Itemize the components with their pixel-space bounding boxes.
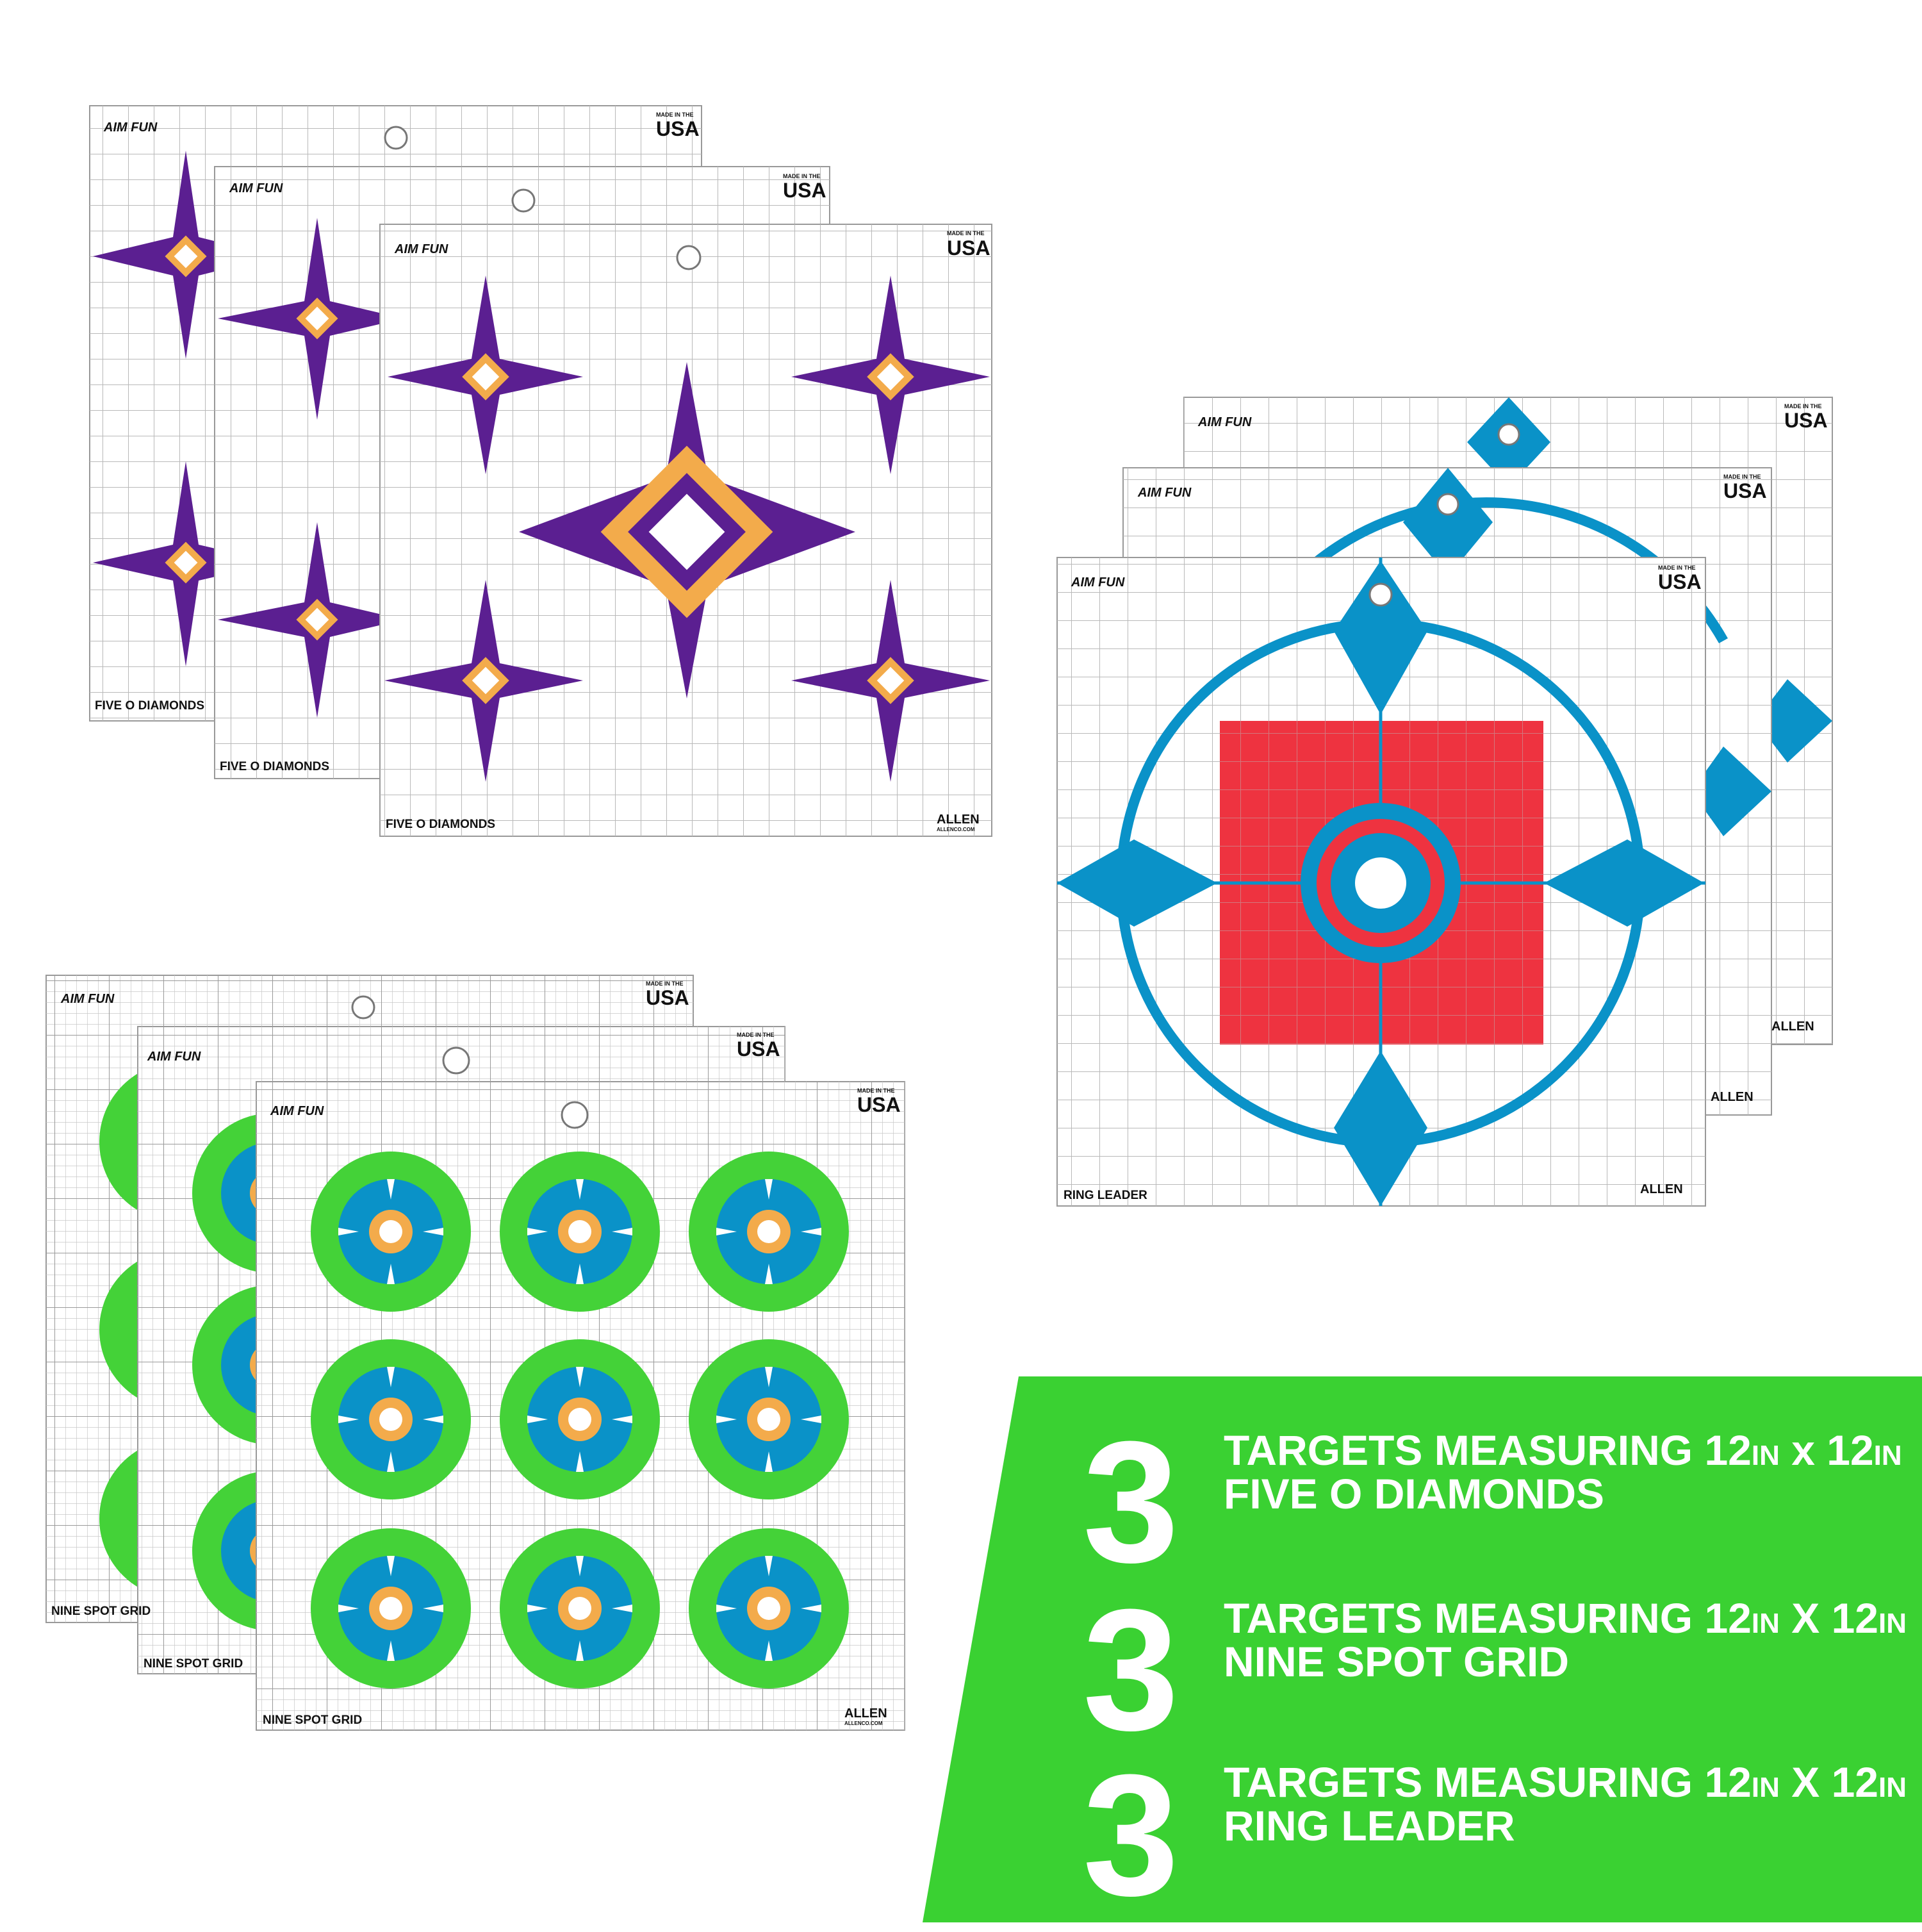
sheet-labels: FIVE O DIAMONDS FIVE O DIAMONDS FIVE O D… [51, 111, 1828, 1727]
ring-sheet-front [1056, 557, 1706, 1207]
target-spot [689, 1152, 849, 1312]
diamonds-sheet-front [379, 224, 992, 837]
made-in-usa: USA [857, 1093, 901, 1116]
allen-mark: ALLEN [1640, 1182, 1683, 1196]
made-in-usa: USA [783, 179, 826, 202]
nine-label-back: NINE SPOT GRID [51, 1605, 151, 1618]
made-in-small: MADE IN THE [1658, 565, 1696, 571]
aim-fun-logo: AIM FUN [1137, 486, 1192, 500]
made-in-usa: USA [656, 117, 700, 140]
made-in-usa: USA [737, 1037, 780, 1061]
aim-fun-logo: AIM FUN [60, 992, 115, 1006]
aim-fun-logo: AIM FUN [147, 1050, 201, 1064]
target-spot [500, 1528, 660, 1688]
made-in-usa: USA [1784, 409, 1828, 432]
allen-url: ALLENCO.COM [844, 1721, 883, 1726]
nine-sheet-front [256, 1081, 905, 1731]
made-in-small: MADE IN THE [857, 1087, 895, 1094]
made-in-small: MADE IN THE [1723, 474, 1761, 480]
made-in-usa: USA [947, 236, 990, 260]
target-spot [311, 1528, 471, 1688]
nine-spot-stack [45, 975, 905, 1731]
aim-fun-logo: AIM FUN [229, 181, 283, 195]
aim-fun-logo: AIM FUN [103, 120, 158, 135]
target-spot [500, 1339, 660, 1499]
info-count: 3 [1083, 1739, 1179, 1932]
info-measure: TARGETS MEASURING 12IN X 12IN [1224, 1758, 1907, 1806]
made-in-small: MADE IN THE [737, 1032, 775, 1038]
allen-mark: ALLEN [844, 1706, 887, 1721]
info-count: 3 [1083, 1574, 1179, 1767]
allen-mark: ALLEN [1711, 1090, 1754, 1104]
made-in-small: MADE IN THE [646, 980, 684, 987]
aim-fun-logo: AIM FUN [394, 242, 448, 256]
diamonds-label-middle: FIVE O DIAMONDS [220, 760, 329, 773]
five-o-diamonds-stack [89, 105, 992, 837]
allen-mark: ALLEN [1771, 1020, 1814, 1034]
nine-label-middle: NINE SPOT GRID [144, 1657, 243, 1671]
aim-fun-logo: AIM FUN [1071, 575, 1125, 590]
nine-label-front: NINE SPOT GRID [263, 1713, 362, 1727]
info-name: FIVE O DIAMONDS [1224, 1470, 1605, 1517]
target-spot [311, 1152, 471, 1312]
made-in-small: MADE IN THE [1784, 403, 1822, 409]
made-in-usa: USA [1658, 570, 1702, 593]
ring-label-front: RING LEADER [1064, 1189, 1147, 1202]
made-in-small: MADE IN THE [783, 173, 821, 179]
aim-fun-logo: AIM FUN [1197, 415, 1252, 429]
info-measure: TARGETS MEASURING 12IN X 12IN [1224, 1594, 1907, 1642]
allen-url: ALLENCO.COM [937, 827, 975, 832]
info-name: NINE SPOT GRID [1224, 1638, 1570, 1685]
aim-fun-logo: AIM FUN [270, 1104, 324, 1118]
target-spot [689, 1339, 849, 1499]
target-spot [689, 1528, 849, 1688]
made-in-small: MADE IN THE [947, 230, 985, 236]
info-name: RING LEADER [1224, 1802, 1515, 1849]
ring-leader-stack [1056, 397, 1833, 1207]
diamonds-label-back: FIVE O DIAMONDS [95, 699, 204, 713]
info-panel [923, 1376, 1922, 1922]
target-spot [311, 1339, 471, 1499]
info-measure: TARGETS MEASURING 12IN x 12IN [1224, 1426, 1902, 1474]
info-count: 3 [1083, 1406, 1179, 1599]
spot-grid [311, 1152, 849, 1688]
made-in-small: MADE IN THE [656, 111, 694, 118]
allen-mark: ALLEN [937, 813, 980, 827]
diamonds-label-front: FIVE O DIAMONDS [386, 818, 495, 831]
made-in-usa: USA [646, 986, 689, 1009]
made-in-usa: USA [1723, 479, 1767, 502]
target-spot [500, 1152, 660, 1312]
